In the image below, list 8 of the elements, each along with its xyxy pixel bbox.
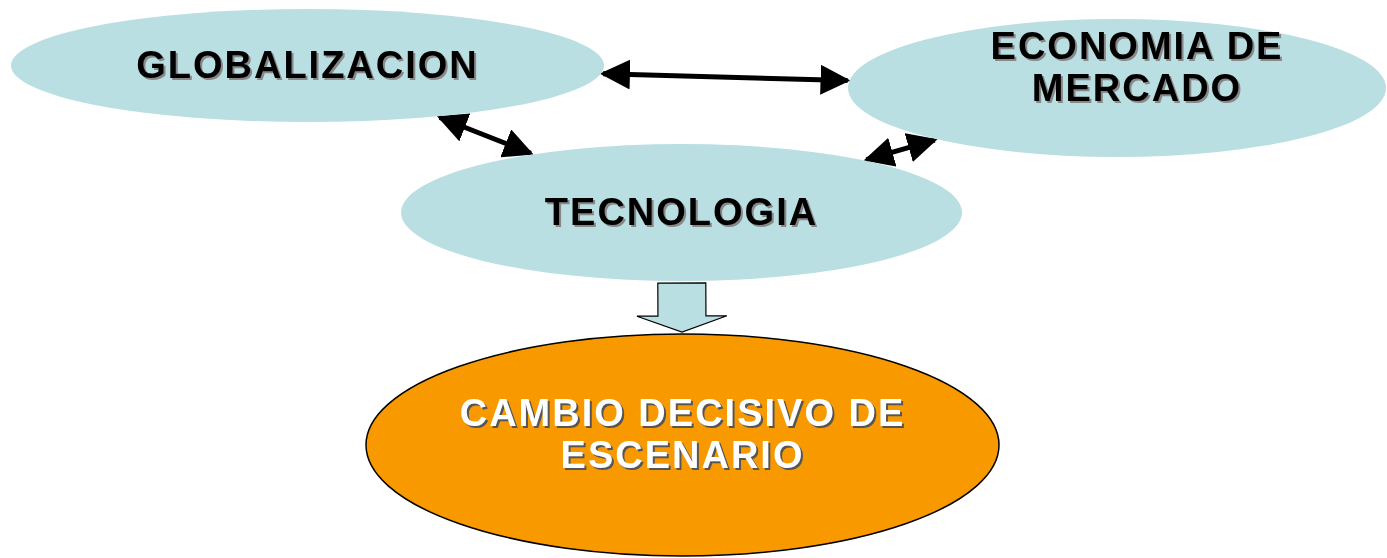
arrow <box>436 113 534 158</box>
arrow <box>863 133 938 167</box>
node-label: TECNOLOGIA <box>544 191 819 234</box>
arrow <box>599 59 851 95</box>
node-label: ECONOMIA DE MERCADO <box>989 26 1285 110</box>
node-label: GLOBALIZACION <box>136 44 479 87</box>
node-label: CAMBIO DECISIVO DE ESCENARIO <box>458 393 907 477</box>
block-arrow <box>636 282 728 333</box>
